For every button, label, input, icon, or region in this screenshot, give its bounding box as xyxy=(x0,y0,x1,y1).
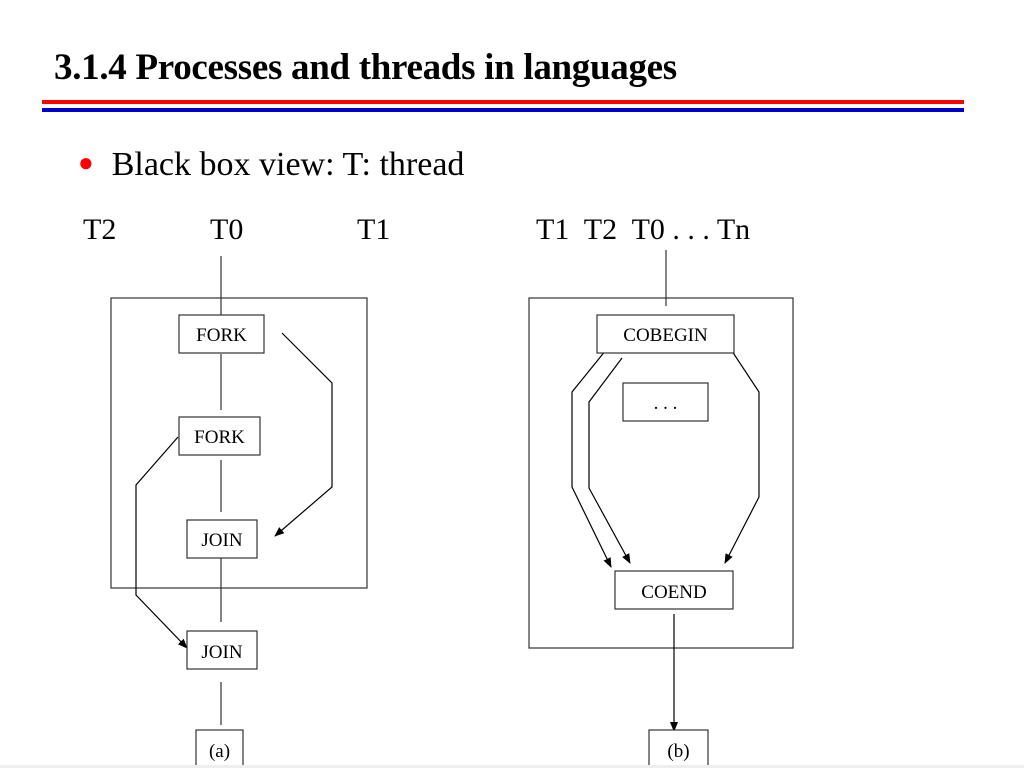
diagram-b xyxy=(528,250,794,732)
thread-arrow-2 xyxy=(588,357,631,564)
thread-arrow-1 xyxy=(571,349,612,568)
cobegin-label: COBEGIN xyxy=(623,325,708,346)
caption-a-label: (a) xyxy=(209,741,230,762)
thread-labels-b: T1 T2 T0 . . . Tn xyxy=(536,213,751,246)
ellipsis-node: . . . xyxy=(622,382,709,422)
black-box-b xyxy=(528,297,794,649)
join-label-2: JOIN xyxy=(201,642,242,663)
bottom-band xyxy=(0,765,1024,768)
fork-node-1: FORK xyxy=(178,314,265,354)
join-node-1: JOIN xyxy=(186,519,258,559)
t1-arrow xyxy=(274,332,333,537)
thread-label-t1: T1 xyxy=(357,213,391,246)
coend-node: COEND xyxy=(614,570,734,610)
bullet-text: Black box view: T: thread xyxy=(111,146,465,183)
join-node-2: JOIN xyxy=(186,630,258,670)
t2-arrow xyxy=(135,436,188,649)
thread-label-t2: T2 xyxy=(83,213,117,246)
slide-title: 3.1.4 Processes and threads in languages xyxy=(54,47,677,88)
bullet-dot-icon: ● xyxy=(78,148,94,177)
fork-label-2: FORK xyxy=(194,427,245,448)
ellipsis-label: . . . xyxy=(654,393,678,414)
title-rule-blue xyxy=(42,108,964,112)
join-label-1: JOIN xyxy=(201,530,242,551)
thread-arrow-n xyxy=(724,341,760,564)
caption-b-label: (b) xyxy=(667,741,689,762)
black-box-a xyxy=(110,297,368,589)
caption-a: (a) xyxy=(195,729,244,768)
caption-b: (b) xyxy=(648,729,709,768)
title-rule-red xyxy=(42,100,964,104)
coend-label: COEND xyxy=(641,582,706,603)
fork-node-2: FORK xyxy=(178,416,261,456)
thread-label-t0: T0 xyxy=(210,213,244,246)
bullet-item: ● Black box view: T: thread xyxy=(78,146,464,184)
cobegin-node: COBEGIN xyxy=(596,314,735,354)
diagram-a xyxy=(110,256,368,725)
fork-label-1: FORK xyxy=(196,325,247,346)
